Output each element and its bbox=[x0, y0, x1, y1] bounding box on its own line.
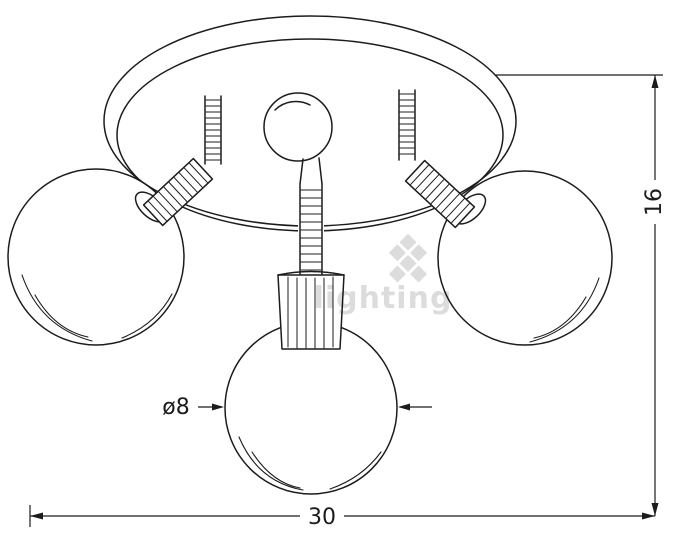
lamp-sketch bbox=[7, 15, 613, 495]
bottom-shade-sphere bbox=[224, 321, 398, 495]
width-dimension-label: 30 bbox=[308, 505, 336, 530]
arrow-up-icon bbox=[651, 75, 659, 88]
dimension-height: 16 bbox=[495, 74, 667, 516]
arrow-left-icon bbox=[398, 403, 410, 411]
arrow-left-icon bbox=[30, 512, 43, 520]
left-arm-mount bbox=[204, 95, 222, 165]
right-arm-mount bbox=[398, 89, 416, 161]
diameter-dimension-label: ø8 bbox=[162, 395, 189, 420]
mount-hub bbox=[263, 92, 333, 185]
watermark-text: lighting bbox=[314, 281, 453, 316]
dimension-width: 30 bbox=[29, 505, 655, 530]
dimensions: 30 16 ø8 bbox=[29, 74, 667, 530]
arrow-right-icon bbox=[642, 512, 655, 520]
left-shade-sphere bbox=[7, 168, 185, 346]
arrow-down-icon bbox=[651, 503, 659, 516]
right-arm bbox=[404, 159, 476, 229]
dimension-diameter: ø8 bbox=[162, 395, 432, 420]
center-stem bbox=[298, 183, 324, 275]
height-dimension-label: 16 bbox=[642, 188, 667, 216]
left-arm bbox=[142, 157, 214, 227]
arrow-right-icon bbox=[212, 403, 224, 411]
lamp-holder bbox=[277, 270, 345, 350]
